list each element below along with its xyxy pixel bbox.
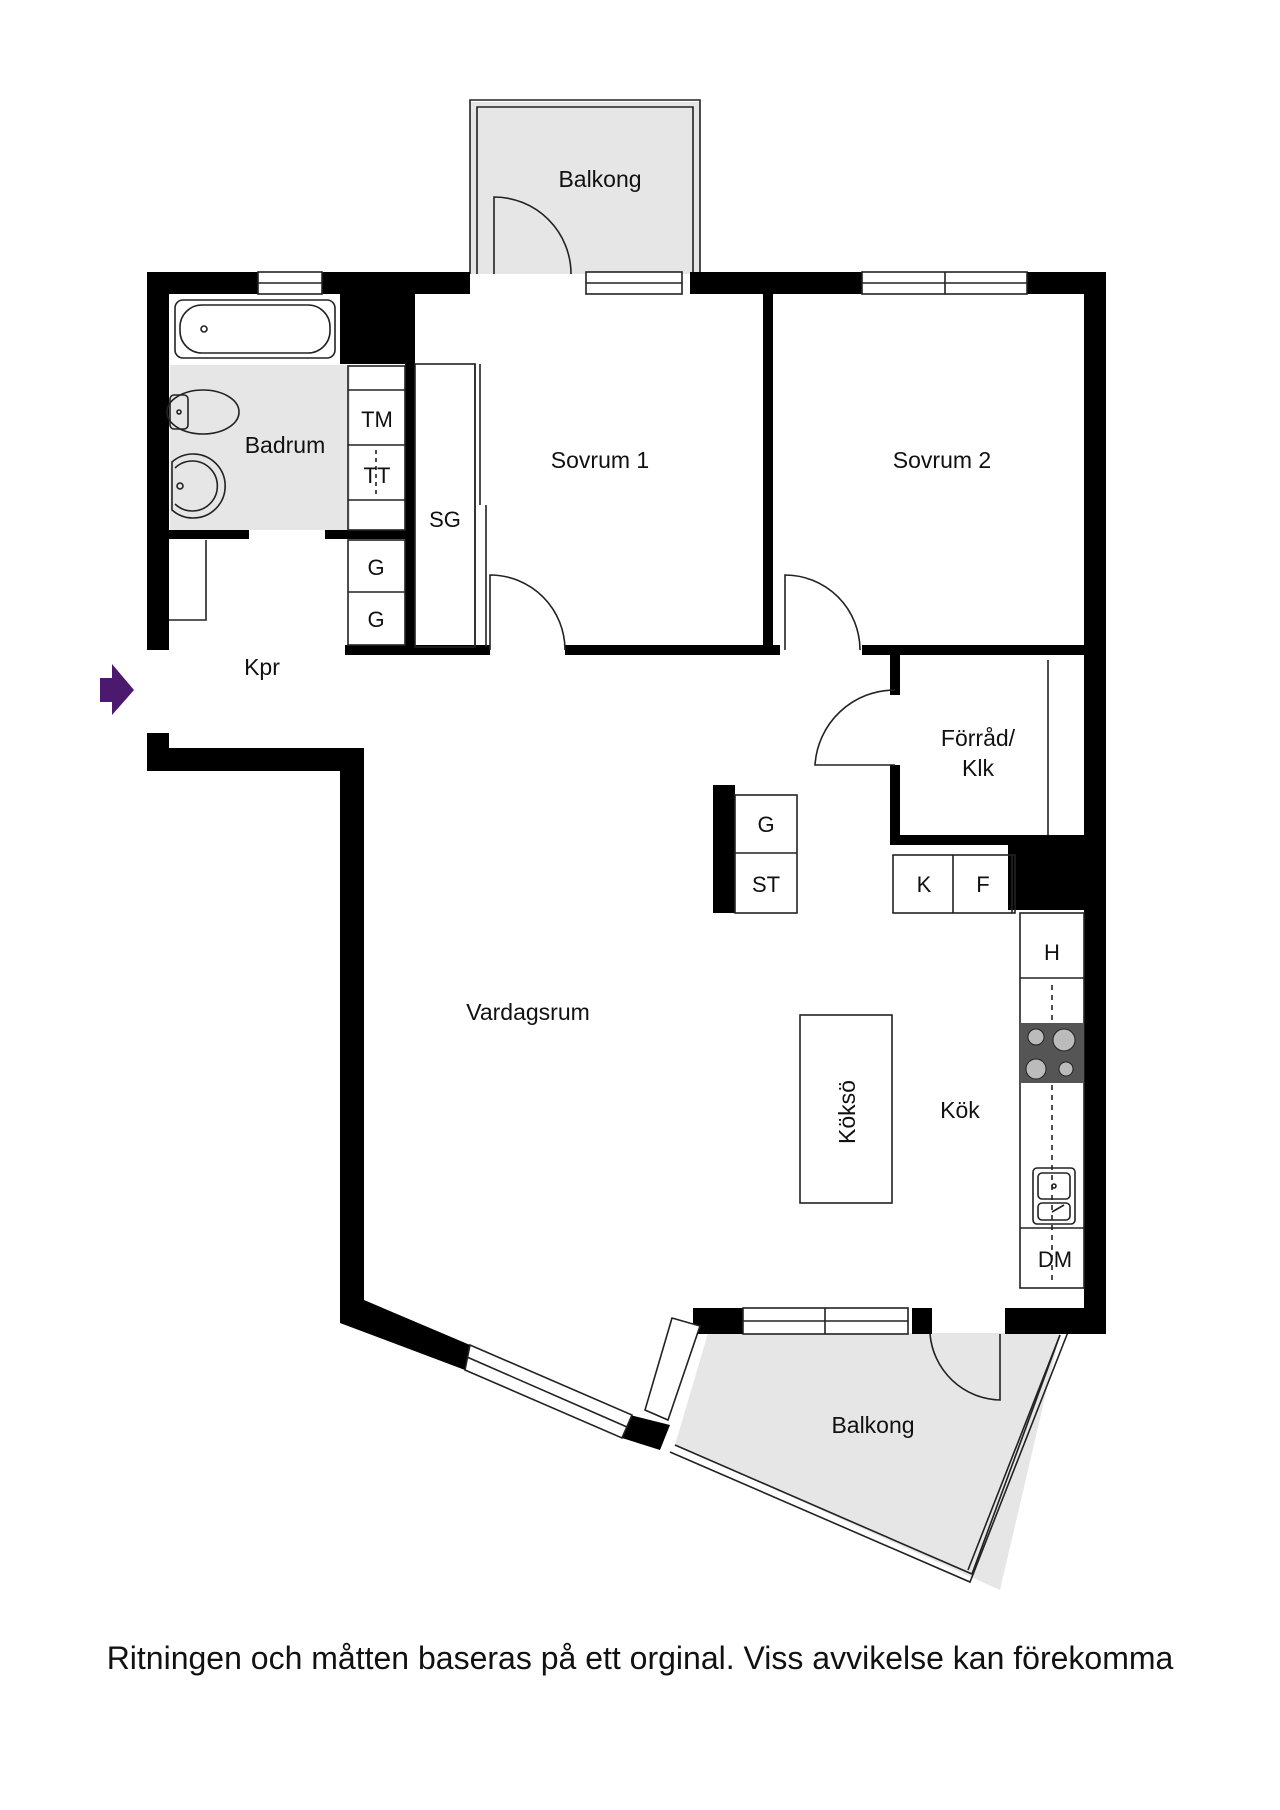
label-k: K [917,872,932,897]
label-kpr: Kpr [244,654,280,680]
label-forrad-1: Förråd/ [941,725,1016,751]
label-koksö: Köksö [834,1080,860,1144]
label-sovrum2: Sovrum 2 [893,447,991,473]
bathtub-icon [174,299,336,359]
label-balkong-top: Balkong [558,166,641,192]
interior-walls [169,294,1084,913]
bathroom-floor [170,365,350,530]
label-g-3: G [757,812,774,837]
label-badrum: Badrum [245,432,326,458]
kitchen-counter [1019,912,1085,1289]
washbasin-icon [171,453,226,519]
label-kok: Kök [940,1097,980,1123]
label-f: F [976,872,989,897]
label-h: H [1044,940,1060,965]
label-sovrum1: Sovrum 1 [551,447,649,473]
g-st-unit [734,794,798,914]
label-tt: TT [364,463,391,488]
windows [257,271,1028,1440]
k-f-unit [892,854,1016,914]
label-sg: SG [429,507,461,532]
stove-icon [1020,1023,1084,1083]
hall-wardrobes [347,539,406,646]
toilet-icon [166,389,240,435]
label-forrad-2: Klk [962,755,994,781]
label-balkong-bottom: Balkong [831,1412,914,1438]
kitchen-island [799,1014,893,1204]
balcony-top [469,99,701,274]
disclaimer-caption: Ritningen och måtten baseras på ett orgi… [106,1640,1174,1676]
label-dm: DM [1038,1247,1072,1272]
label-st: ST [752,872,780,897]
entry-arrow-icon[interactable] [100,664,134,715]
laundry-cabinet [347,365,406,531]
window-balcony-side [644,1317,702,1422]
label-vardagsrum: Vardagsrum [466,999,590,1025]
label-tm: TM [361,407,393,432]
hall-shelf [169,540,207,621]
label-g-1: G [367,555,384,580]
label-g-2: G [367,607,384,632]
window-living-diagonal [464,1343,634,1440]
sink-icon [1032,1167,1076,1225]
doors [489,196,1001,1401]
balcony-bottom [669,1331,1069,1590]
sg-wardrobe [414,363,487,648]
